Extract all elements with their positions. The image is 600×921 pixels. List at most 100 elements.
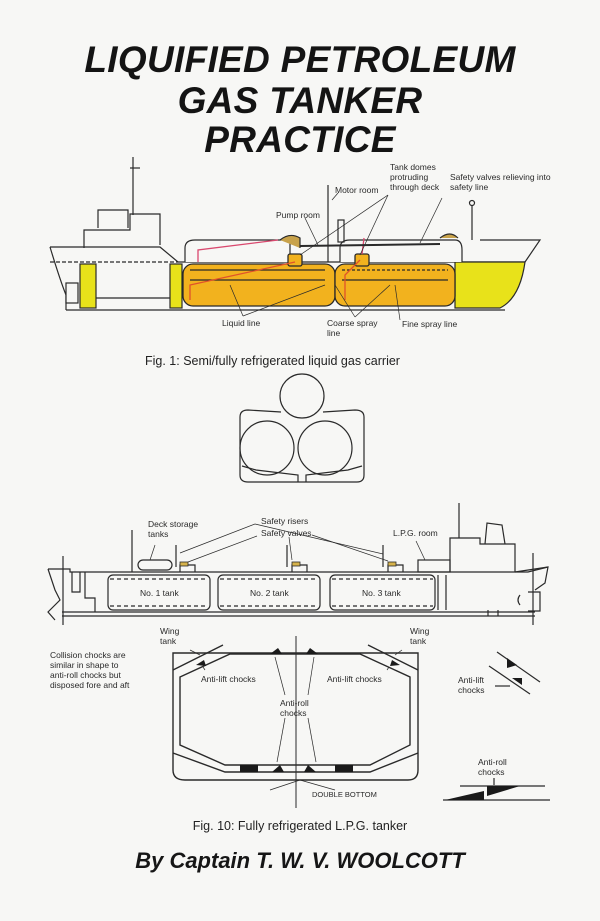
title-line-3: PRACTICE — [204, 119, 396, 160]
label-tank-2: No. 2 tank — [250, 588, 289, 598]
top-cylinder — [279, 373, 325, 419]
fig1-labels: Tank domes protruding through deck Safet… — [222, 162, 551, 338]
anti-roll-chock-upper — [487, 786, 520, 796]
label-lpg-room: L.P.G. room — [393, 528, 438, 538]
hull-section — [239, 409, 365, 483]
tank-2-outline — [217, 574, 321, 611]
engine-room-bulkheads — [437, 575, 499, 616]
safety-valve-caps — [179, 561, 397, 567]
tank-domes-fig10 — [179, 564, 404, 572]
label-safety-valves-2: safety line — [450, 182, 489, 192]
figure1-ship-profile — [49, 157, 542, 311]
label-double-bottom: DOUBLE BOTTOM — [312, 790, 377, 799]
anti-roll-chock — [270, 648, 282, 654]
superstructure — [83, 213, 161, 248]
lpg-room — [417, 559, 451, 573]
safety-valves — [279, 233, 459, 248]
label-wing-tank-left-2: tank — [160, 636, 177, 646]
label-wing-tank-right-2: tank — [410, 636, 427, 646]
label-tank-domes-2: protruding — [390, 172, 429, 182]
chocks — [196, 648, 400, 772]
double-bottom-block — [335, 765, 353, 772]
safety-line — [299, 243, 441, 247]
aft-ballast-tank — [79, 263, 97, 309]
midship-labels: Wing tank Wing tank Anti-lift chocks Ant… — [50, 626, 430, 799]
label-anti-lift-left: Anti-lift chocks — [201, 674, 256, 684]
anti-lift-chock — [196, 660, 206, 666]
fig10-leaders — [149, 523, 426, 563]
cross-section-cylinders — [239, 373, 365, 483]
detail-anti-roll: Anti-roll chocks — [443, 757, 550, 801]
fore-ballast-tank — [454, 261, 526, 309]
label-anti-roll-detail-1: Anti-roll — [478, 757, 507, 767]
aft-deck — [50, 246, 179, 263]
title-line-1: LIQUIFIED PETROLEUM — [84, 39, 516, 80]
collision-note-4: disposed fore and aft — [50, 680, 130, 690]
midship-section — [172, 636, 419, 808]
cofferdam-tank — [169, 263, 183, 309]
anti-lift-chock-lower — [512, 678, 522, 685]
label-deck-storage-1: Deck storage — [148, 519, 198, 529]
stern-fig10 — [514, 566, 549, 591]
anti-roll-chock — [306, 648, 318, 654]
rudder-fig10 — [517, 591, 541, 612]
label-fine-spray: Fine spray line — [402, 319, 458, 329]
double-bottom-line — [172, 752, 419, 773]
liquid-line-pipe — [189, 261, 296, 300]
rudder — [65, 282, 79, 304]
motor-room — [327, 185, 345, 262]
midship-leaders — [189, 649, 403, 791]
anti-roll-chock — [304, 765, 316, 772]
label-tank-domes-3: through deck — [390, 182, 440, 192]
accommodation — [449, 537, 516, 572]
funnel — [484, 522, 506, 545]
label-wing-tank-left-1: Wing — [160, 626, 180, 636]
forepeak — [71, 572, 96, 612]
figure10-caption: Fig. 10: Fully refrigerated L.P.G. tanke… — [192, 819, 408, 833]
right-cylinder — [297, 420, 353, 476]
tank-1-outline — [107, 574, 211, 611]
detail-anti-lift: Anti-lift chocks — [458, 651, 541, 695]
label-tank-3: No. 3 tank — [362, 588, 401, 598]
label-coarse-spray-2: line — [327, 328, 341, 338]
label-pump-room: Pump room — [276, 210, 320, 220]
label-coarse-spray-1: Coarse spray — [327, 318, 378, 328]
fig1-leaders — [229, 192, 443, 321]
wing-tank-slopes-outer — [172, 644, 419, 671]
main-deck-fig10 — [48, 566, 549, 573]
tank-dashed-linings — [110, 578, 433, 607]
stern — [49, 246, 67, 310]
label-anti-roll-detail-2: chocks — [478, 767, 504, 777]
fig10-labels: Deck storage tanks Safety risers Safety … — [140, 516, 438, 598]
deck-storage-tank — [137, 559, 173, 571]
label-safety-risers: Safety risers — [261, 516, 308, 526]
label-safety-valves: Safety valves — [261, 528, 312, 538]
trunk-1 — [184, 239, 291, 262]
label-motor-room: Motor room — [335, 185, 378, 195]
label-anti-lift-detail-1: Anti-lift — [458, 675, 485, 685]
anti-lift-chock-upper — [507, 658, 517, 668]
label-anti-lift-right: Anti-lift chocks — [327, 674, 382, 684]
anti-roll-chock-lower — [445, 791, 484, 800]
tank-dome-2 — [354, 253, 370, 267]
title-line-2: GAS TANKER — [177, 80, 423, 121]
figure10-ship-profile — [47, 503, 549, 625]
anti-roll-chock — [272, 765, 284, 772]
label-anti-lift-detail-2: chocks — [458, 685, 484, 695]
label-wing-tank-right-1: Wing — [410, 626, 430, 636]
vapour-line-pipe — [197, 239, 279, 262]
double-bottom-section — [241, 465, 363, 482]
liquid-line-pipe-2 — [344, 259, 361, 300]
tank-3-outline — [329, 574, 436, 611]
tank-dome-1 — [287, 253, 303, 267]
double-bottom-block — [240, 765, 258, 772]
bow-fig10 — [47, 568, 61, 621]
forecastle — [480, 239, 542, 263]
author-line: By Captain T. W. V. WOOLCOTT — [135, 848, 465, 873]
bridge — [97, 209, 129, 228]
label-anti-roll-1: Anti-roll — [280, 698, 309, 708]
left-cylinder — [239, 420, 295, 476]
label-safety-valves-1: Safety valves relieving into — [450, 172, 551, 182]
label-anti-roll-2: chocks — [280, 708, 306, 718]
